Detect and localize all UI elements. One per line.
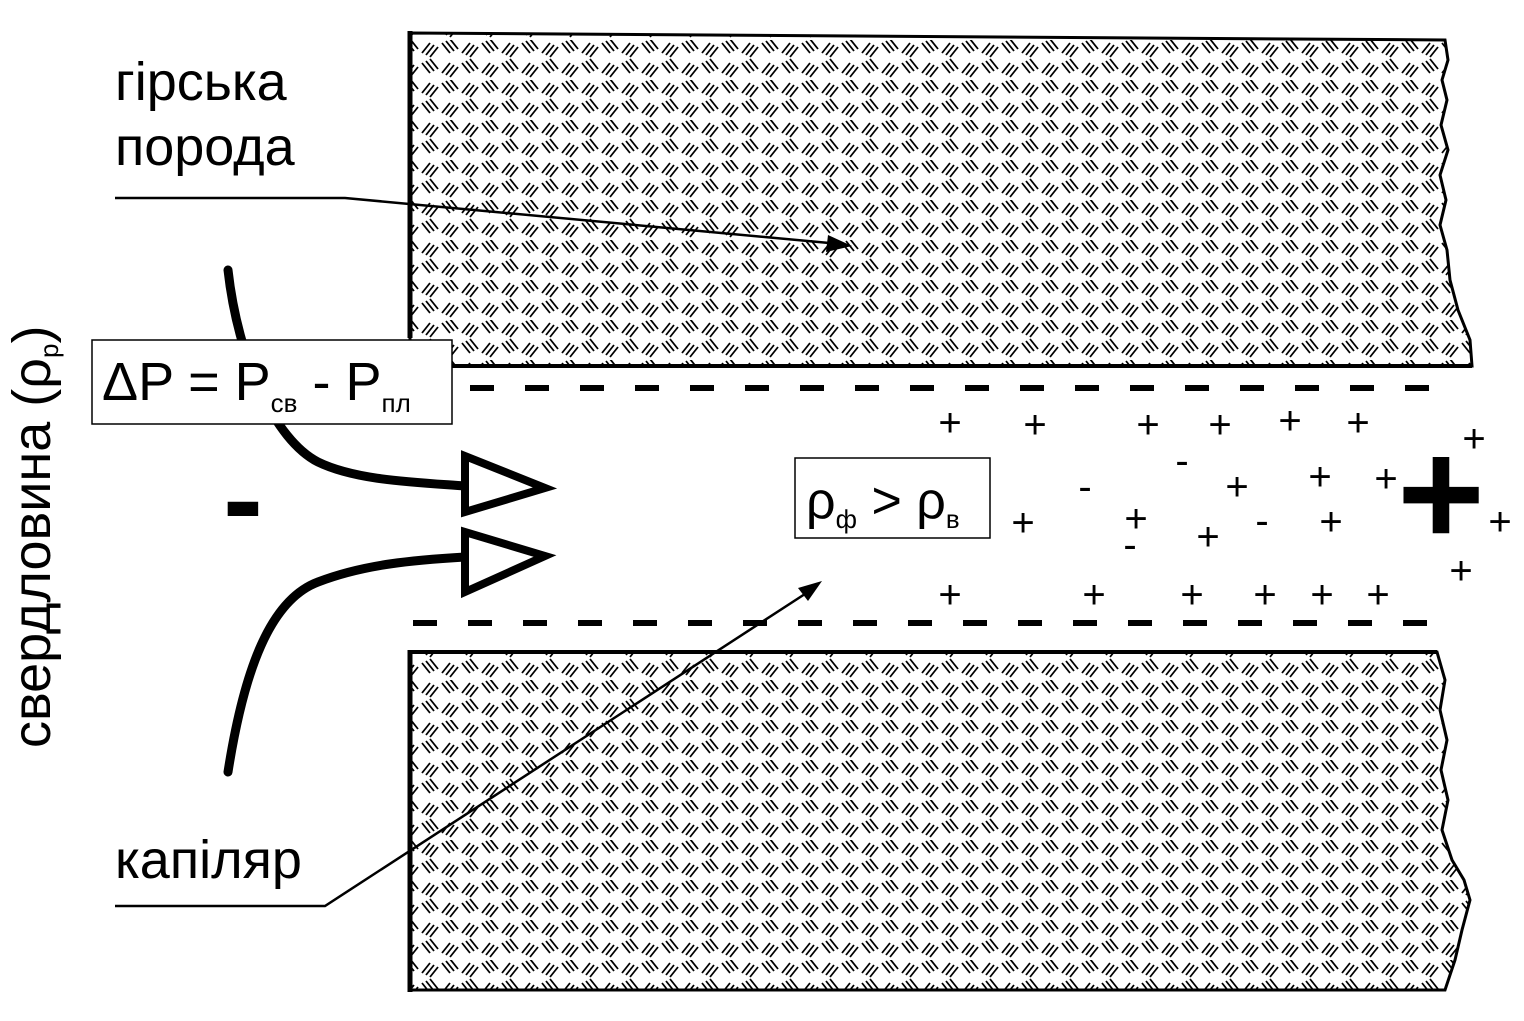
density-op: > ρ [857,472,946,530]
lower-flow-curve [223,552,470,777]
plus-charge-0: + [938,401,961,445]
minus-charge-14: - [1123,523,1136,567]
lower-flow-arrowhead [461,526,557,599]
plus-charge-18: + [1488,500,1511,544]
plus-charge-15: + [1196,515,1219,559]
lower-rock-block [408,650,1472,992]
rock-label-line1: гірська [115,52,288,112]
density-rho-f: ρ [806,472,836,530]
plus-charge-24: + [1310,573,1333,617]
plus-charge-20: + [938,573,961,617]
plus-charge-22: + [1180,573,1203,617]
pressure-box [91,339,453,425]
plus-charge-8: + [1225,465,1248,509]
plus-charge-10: + [1374,457,1397,501]
plus-charge-3: + [1208,403,1231,447]
capillary-leader-arrow [115,581,822,908]
plus-charge-23: + [1253,573,1276,617]
plus-charge-9: + [1308,455,1331,499]
borehole-charge: - [223,432,263,566]
borehole-sub: р [34,344,64,358]
capillary-label: капіляр [115,830,302,890]
pressure-formula: ΔP = Pсв - Pпл [102,352,411,418]
plus-charge-17: + [1319,500,1342,544]
plus-charge-19: + [1449,549,1472,593]
plus-charge-1: + [1023,403,1046,447]
plus-charge-21: + [1082,573,1105,617]
pressure-main: ΔP = P [102,352,271,412]
plus-charge-13: + [1124,497,1147,541]
density-box [794,457,991,539]
plus-charge-4: + [1278,399,1301,443]
rock-label-line2: порода [115,117,296,177]
pressure-middle: - P [297,352,381,412]
minus-charge-11: - [1078,465,1091,509]
plus-charge-12: + [1011,501,1034,545]
pressure-sub2: пл [382,388,411,418]
charges-layer: +++++++-+++-++-+-+++++++++ [938,399,1511,617]
density-sub-f: ф [836,504,857,534]
upper-flow-arrowhead [461,450,558,518]
plus-charge-5: + [1346,401,1369,445]
plus-charge-6: + [1462,417,1485,461]
borehole-label: свердловина (ρр) [2,326,64,748]
density-formula: ρф > ρв [806,472,960,534]
borehole-close: ) [2,326,62,344]
upper-rock-block [408,31,1474,368]
minus-charge-7: - [1175,439,1188,483]
formation-charge: + [1397,409,1485,577]
pressure-sub1: св [271,388,298,418]
borehole-main: свердловина (ρ [2,358,62,748]
minus-charge-16: - [1255,499,1268,543]
density-sub-v: в [946,504,960,534]
plus-charge-25: + [1366,573,1389,617]
plus-charge-2: + [1136,403,1159,447]
rock-leader-arrow [115,196,852,252]
